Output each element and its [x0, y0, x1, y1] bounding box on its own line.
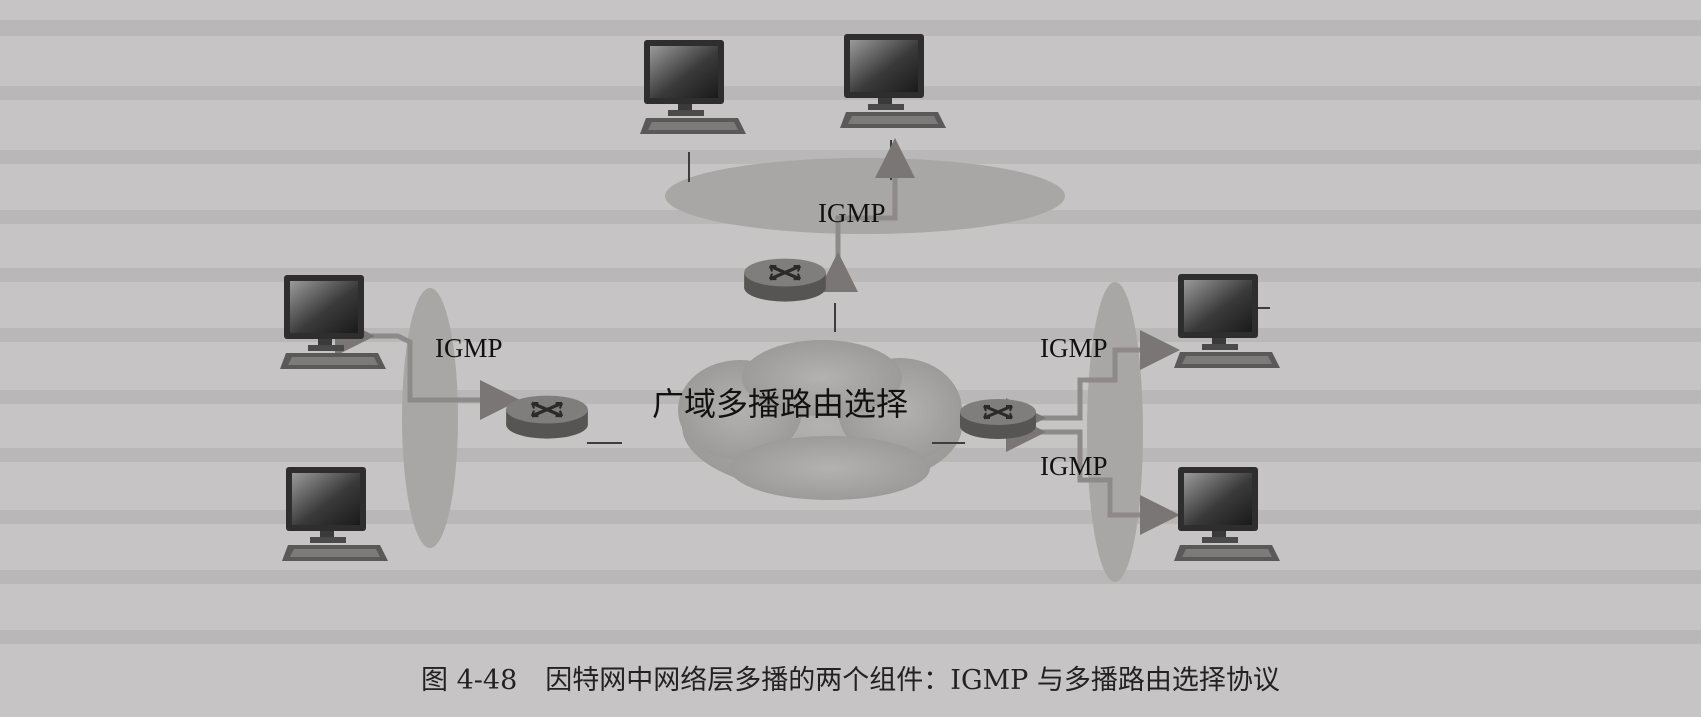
igmp-label-top: IGMP	[818, 198, 886, 228]
caption-number: 图 4-48	[421, 665, 518, 696]
router-top-icon	[742, 256, 828, 303]
wan-cloud	[678, 340, 962, 500]
igmp-arrow-top	[818, 138, 915, 292]
igmp-arrow-left	[335, 316, 520, 420]
wan-label: 广域多播路由选择	[652, 386, 908, 422]
host-right-top-icon	[1174, 274, 1280, 368]
lan-ellipse-left	[402, 288, 458, 548]
lan-ellipse-right	[1087, 282, 1143, 582]
router-left-icon	[504, 393, 590, 440]
igmp-label-right-top: IGMP	[1040, 333, 1108, 363]
igmp-label-left: IGMP	[435, 333, 503, 363]
router-right-icon	[958, 397, 1038, 440]
host-top-right-icon	[840, 34, 946, 128]
igmp-label-right-bottom: IGMP	[1040, 451, 1108, 481]
host-left-top-icon	[280, 275, 386, 369]
igmp-arrows	[335, 138, 1180, 535]
igmp-arrow-right-bottom	[1006, 412, 1180, 535]
caption-text: 因特网中网络层多播的两个组件：IGMP 与多播路由选择协议	[545, 665, 1280, 696]
figure-caption: 图 4-48 因特网中网络层多播的两个组件：IGMP 与多播路由选择协议	[0, 658, 1701, 697]
